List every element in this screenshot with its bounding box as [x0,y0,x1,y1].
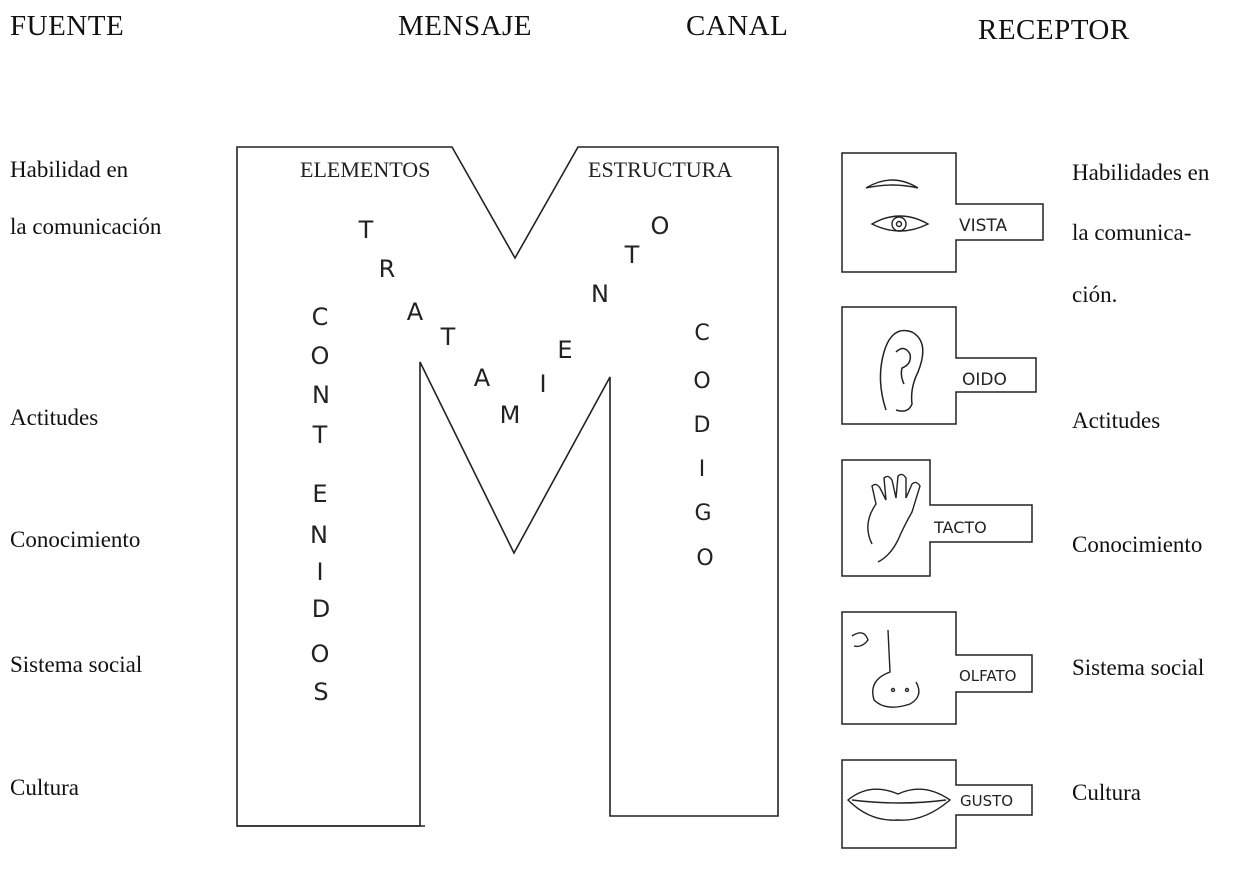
tratamiento-letter: T [440,323,456,351]
contenidos-letter: I [316,558,323,586]
contenidos-letter: S [313,678,328,706]
lips-icon [846,788,952,821]
olfato-label: OLFATO [959,667,1016,685]
tratamiento-letter: T [358,216,374,244]
estructura-label: ESTRUCTURA [588,157,732,182]
contenidos-letter: N [312,381,330,409]
channel-vista: VISTA [841,152,1044,273]
header-receptor: RECEPTOR [978,14,1130,46]
codigo-letter: C [694,321,709,346]
codigo-letter: O [693,369,710,394]
vista-label: VISTA [959,216,1007,236]
hand-icon [867,473,921,563]
tratamiento-letter: T [624,241,640,269]
tratamiento-letter: I [539,370,546,398]
elementos-label: ELEMENTOS [300,157,430,182]
contenidos-letter: D [312,595,330,623]
tratamiento-letter: A [474,364,491,392]
source-habilidad-line2: la comunicación [10,214,162,239]
codigo-letter: I [699,457,706,482]
ear-icon [879,329,924,412]
channel-tacto: TACTO [841,459,1033,577]
receiver-habilidades-line3: ción. [1072,282,1118,307]
contenidos-letter: O [311,342,330,370]
tratamiento-letter: R [379,255,396,283]
eye-icon [865,179,930,232]
receiver-cultura: Cultura [1072,780,1141,805]
codigo-letter: G [694,501,711,526]
contenidos-letter: O [311,640,330,668]
tacto-label: TACTO [933,518,987,537]
header-mensaje: MENSAJE [398,10,533,42]
source-conocimiento: Conocimiento [10,527,141,552]
receiver-conocimiento: Conocimiento [1072,532,1203,557]
channel-oido: OIDO [841,306,1037,425]
header-canal: CANAL [686,10,789,42]
tratamiento-letter: A [407,298,424,326]
codigo-letter: O [696,546,713,571]
channel-gusto: GUSTO [841,759,1033,849]
tratamiento-letter: E [557,336,572,364]
receiver-actitudes: Actitudes [1072,408,1161,433]
source-cultura: Cultura [10,775,79,800]
channel-olfato: OLFATO [841,611,1033,725]
receiver-habilidades-line2: la comunica- [1072,220,1192,245]
header-fuente: FUENTE [10,10,125,42]
codigo-letter: D [694,413,711,438]
receiver-habilidades-line1: Habilidades en [1072,160,1210,185]
source-sistema-social: Sistema social [10,652,143,677]
oido-label: OIDO [962,370,1007,390]
source-habilidad-line1: Habilidad en [10,157,129,182]
contenidos-letter: C [312,303,329,331]
contenidos-letter: N [310,521,328,549]
receiver-sistema-social: Sistema social [1072,655,1205,680]
source-actitudes: Actitudes [10,405,99,430]
gusto-label: GUSTO [960,792,1013,810]
tratamiento-letter: M [500,401,521,429]
nose-icon [851,629,920,708]
tratamiento-letter: N [591,280,609,308]
contenidos-letter: T [312,421,328,449]
contenidos-letter: E [312,480,327,508]
tratamiento-letter: O [651,212,670,240]
